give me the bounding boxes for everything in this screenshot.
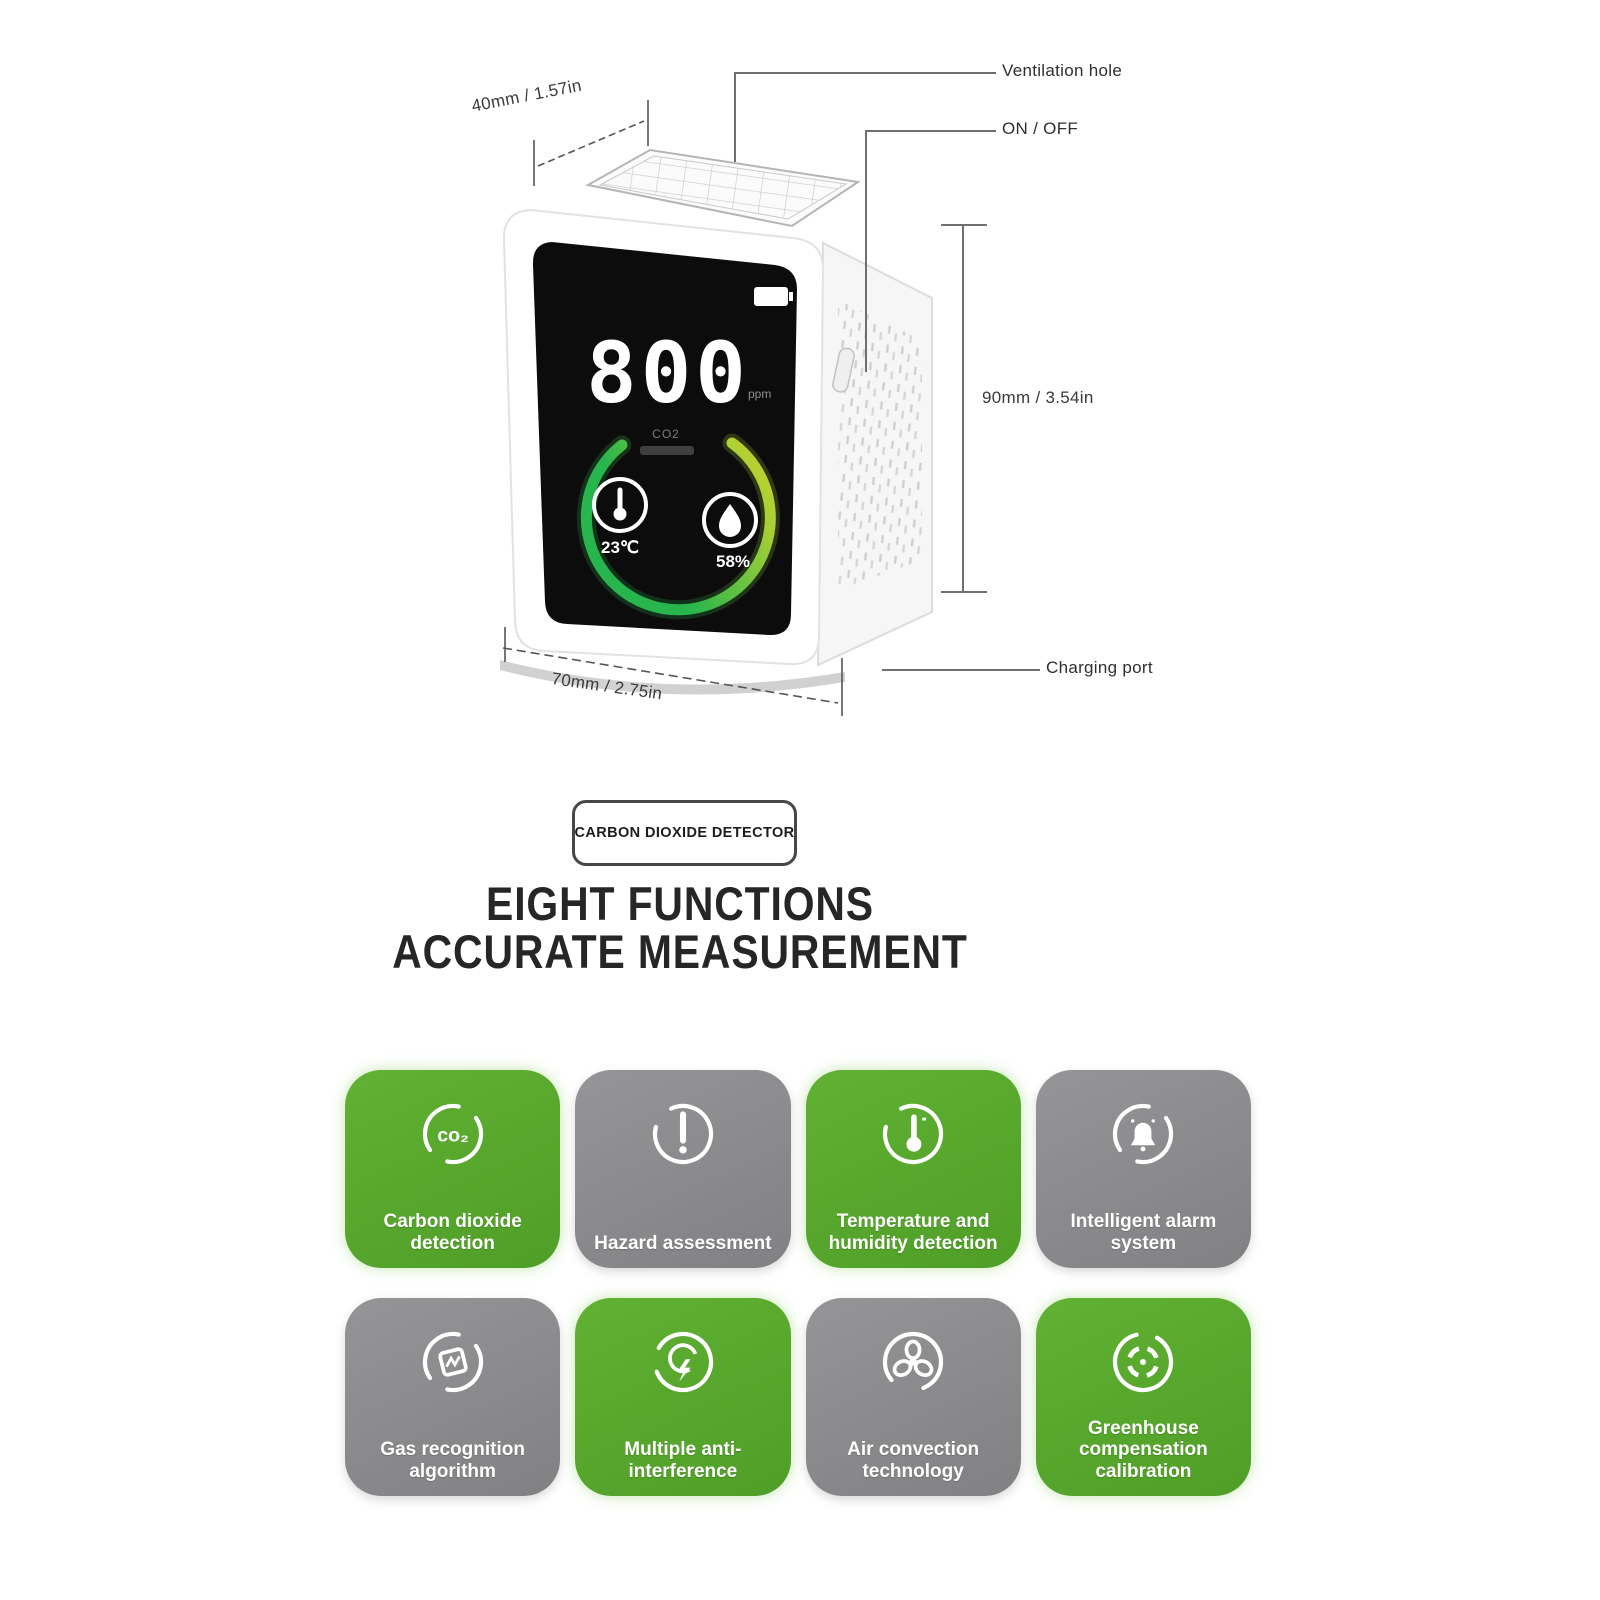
- feature-tile-6: Multiple anti-interference: [575, 1298, 791, 1496]
- dimension-lines: [502, 100, 843, 716]
- bottom-width-dimension-line: [502, 627, 843, 716]
- feature-label: Intelligent alarm system: [1070, 1211, 1217, 1254]
- feature-tile-5: Gas recognition algorithm: [345, 1298, 561, 1496]
- screen-content: 800 ppm CO2 23℃ 58%: [576, 287, 793, 620]
- ventilation-callout-line: [734, 72, 996, 162]
- top-width-dimension-line: [533, 100, 649, 186]
- device-illustration: 800 ppm CO2 23℃ 58%: [500, 72, 1040, 716]
- feature-tile-7: Air convection technology: [805, 1298, 1021, 1496]
- ventilation-panel: [585, 148, 861, 228]
- page-title-line2: ACCURATE MEASUREMENT: [392, 925, 968, 979]
- feature-tile-3: Temperature and humidity detection: [805, 1070, 1021, 1268]
- gas-recognition-icon: [422, 1331, 483, 1393]
- feature-label: Carbon dioxide detection: [383, 1211, 522, 1254]
- feature-label: Air convection technology: [847, 1439, 980, 1482]
- alarm-bell-icon: [1113, 1103, 1174, 1165]
- charging-port-label: Charging port: [1046, 658, 1153, 677]
- feature-label: Multiple anti-interference: [624, 1439, 742, 1482]
- height-dimension-line: [941, 224, 987, 593]
- anti-interference-icon: [652, 1331, 713, 1393]
- thermometer-icon: [592, 477, 648, 533]
- height-dimension-label: 90mm / 3.54in: [982, 388, 1094, 407]
- battery-icon: [754, 287, 793, 306]
- feature-tile-4: Intelligent alarm system: [1035, 1070, 1251, 1268]
- feature-tile-8: Greenhouse compensation calibration: [1035, 1298, 1251, 1496]
- hazard-icon: [652, 1103, 713, 1165]
- svg-text:co₂: co₂: [437, 1124, 469, 1146]
- co2-value: 800: [586, 324, 750, 422]
- humidity-droplet-icon: [702, 492, 758, 548]
- product-name-badge: CARBON DIOXIDE DETECTOR: [572, 800, 797, 866]
- side-panel: [816, 241, 933, 667]
- fan-icon: [883, 1331, 944, 1393]
- humidity-value: 58%: [716, 552, 750, 571]
- page-title-line1: EIGHT FUNCTIONS: [486, 877, 874, 930]
- thermometer-icon: [883, 1103, 944, 1165]
- feature-label: Temperature and humidity detection: [828, 1211, 998, 1254]
- feature-grid: co₂ Carbon dioxide detection Hazard asses…: [345, 1070, 1251, 1496]
- temperature-value: 23℃: [601, 538, 639, 557]
- co2-unit: ppm: [748, 387, 771, 401]
- feature-label: Gas recognition algorithm: [380, 1439, 525, 1482]
- power-button: [832, 347, 855, 393]
- device-shadow: [500, 660, 845, 695]
- page-title: EIGHT FUNCTIONS ACCURATE MEASUREMENT: [376, 877, 985, 979]
- calibration-icon: [1113, 1331, 1174, 1393]
- feature-label: Greenhouse compensation calibration: [1078, 1418, 1208, 1482]
- on-off-label: ON / OFF: [1002, 119, 1079, 138]
- feature-label: Hazard assessment: [594, 1232, 772, 1254]
- co2-icon: co₂: [422, 1103, 483, 1165]
- ventilation-hole-label: Ventilation hole: [1002, 61, 1123, 80]
- co2-label: CO2: [652, 427, 680, 441]
- feature-tile-1: co₂ Carbon dioxide detection: [345, 1070, 561, 1268]
- screen-sublabel-blur: [640, 446, 694, 455]
- feature-tile-2: Hazard assessment: [575, 1070, 791, 1268]
- co2-gauge-arc: [580, 437, 776, 616]
- annotation-lines: [734, 72, 1040, 671]
- power-callout-line: [865, 130, 996, 372]
